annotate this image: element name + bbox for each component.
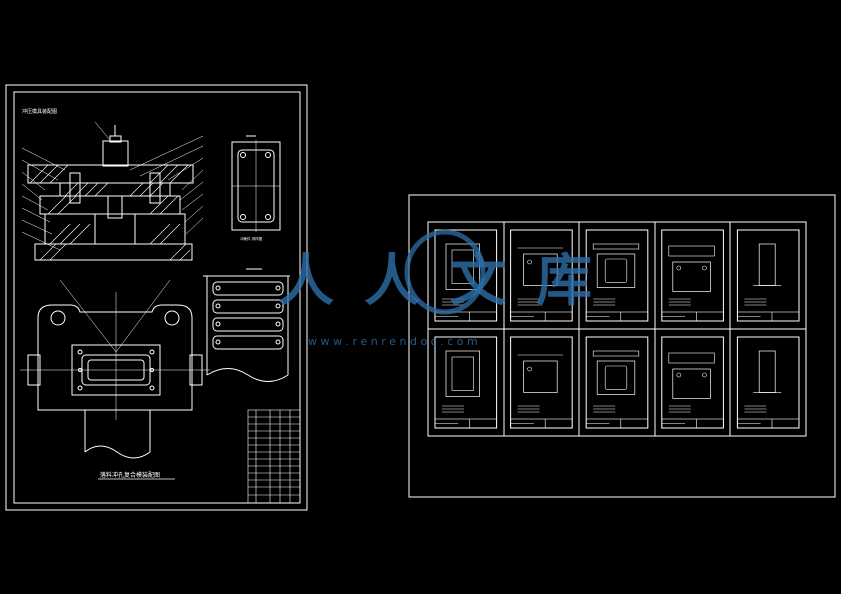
part-drawing-sheet [434, 336, 498, 429]
right-drawing-sheet [408, 194, 836, 498]
assembly-section-view [21, 121, 204, 261]
part-drawings-grid [434, 229, 800, 429]
part-drawing-sheet [585, 229, 649, 322]
watermark-url-text: w w w . r e n r e n d o c . c o m [308, 335, 478, 348]
part-drawing-sheet [736, 336, 800, 429]
left-sheet-outer-border [5, 84, 308, 511]
left-sheet-inner-border [13, 91, 301, 504]
strip-layout-view [203, 268, 290, 382]
main-caption: 落料冲孔复合模装配图 [100, 471, 160, 479]
watermark: 人人文库 w w w . r e n r e n d o c . c o m [278, 229, 622, 348]
part-drawing-sheet [661, 336, 724, 429]
part-drawing-sheet [434, 229, 498, 322]
side-caption: 冲裁件 排样图 [240, 236, 263, 241]
bill-of-materials-table [247, 409, 301, 504]
part-drawing-sheet [510, 336, 573, 429]
left-sheet-title: 冲压模具装配图 [22, 108, 57, 115]
right-sheet-border [408, 194, 836, 498]
part-drawing-sheet [661, 229, 724, 322]
left-drawing-sheet: 冲压模具装配图 [5, 84, 308, 511]
part-drawing-sheet [510, 229, 573, 322]
die-plan-view: 落料冲孔复合模装配图 [20, 279, 210, 480]
watermark-ring-icon [404, 229, 486, 315]
part-drawing-sheet [736, 229, 800, 322]
part-detail-view: 冲裁件 排样图 [231, 135, 281, 241]
part-drawing-sheet [585, 336, 649, 429]
watermark-cn-text: 人人文库 [278, 248, 622, 314]
